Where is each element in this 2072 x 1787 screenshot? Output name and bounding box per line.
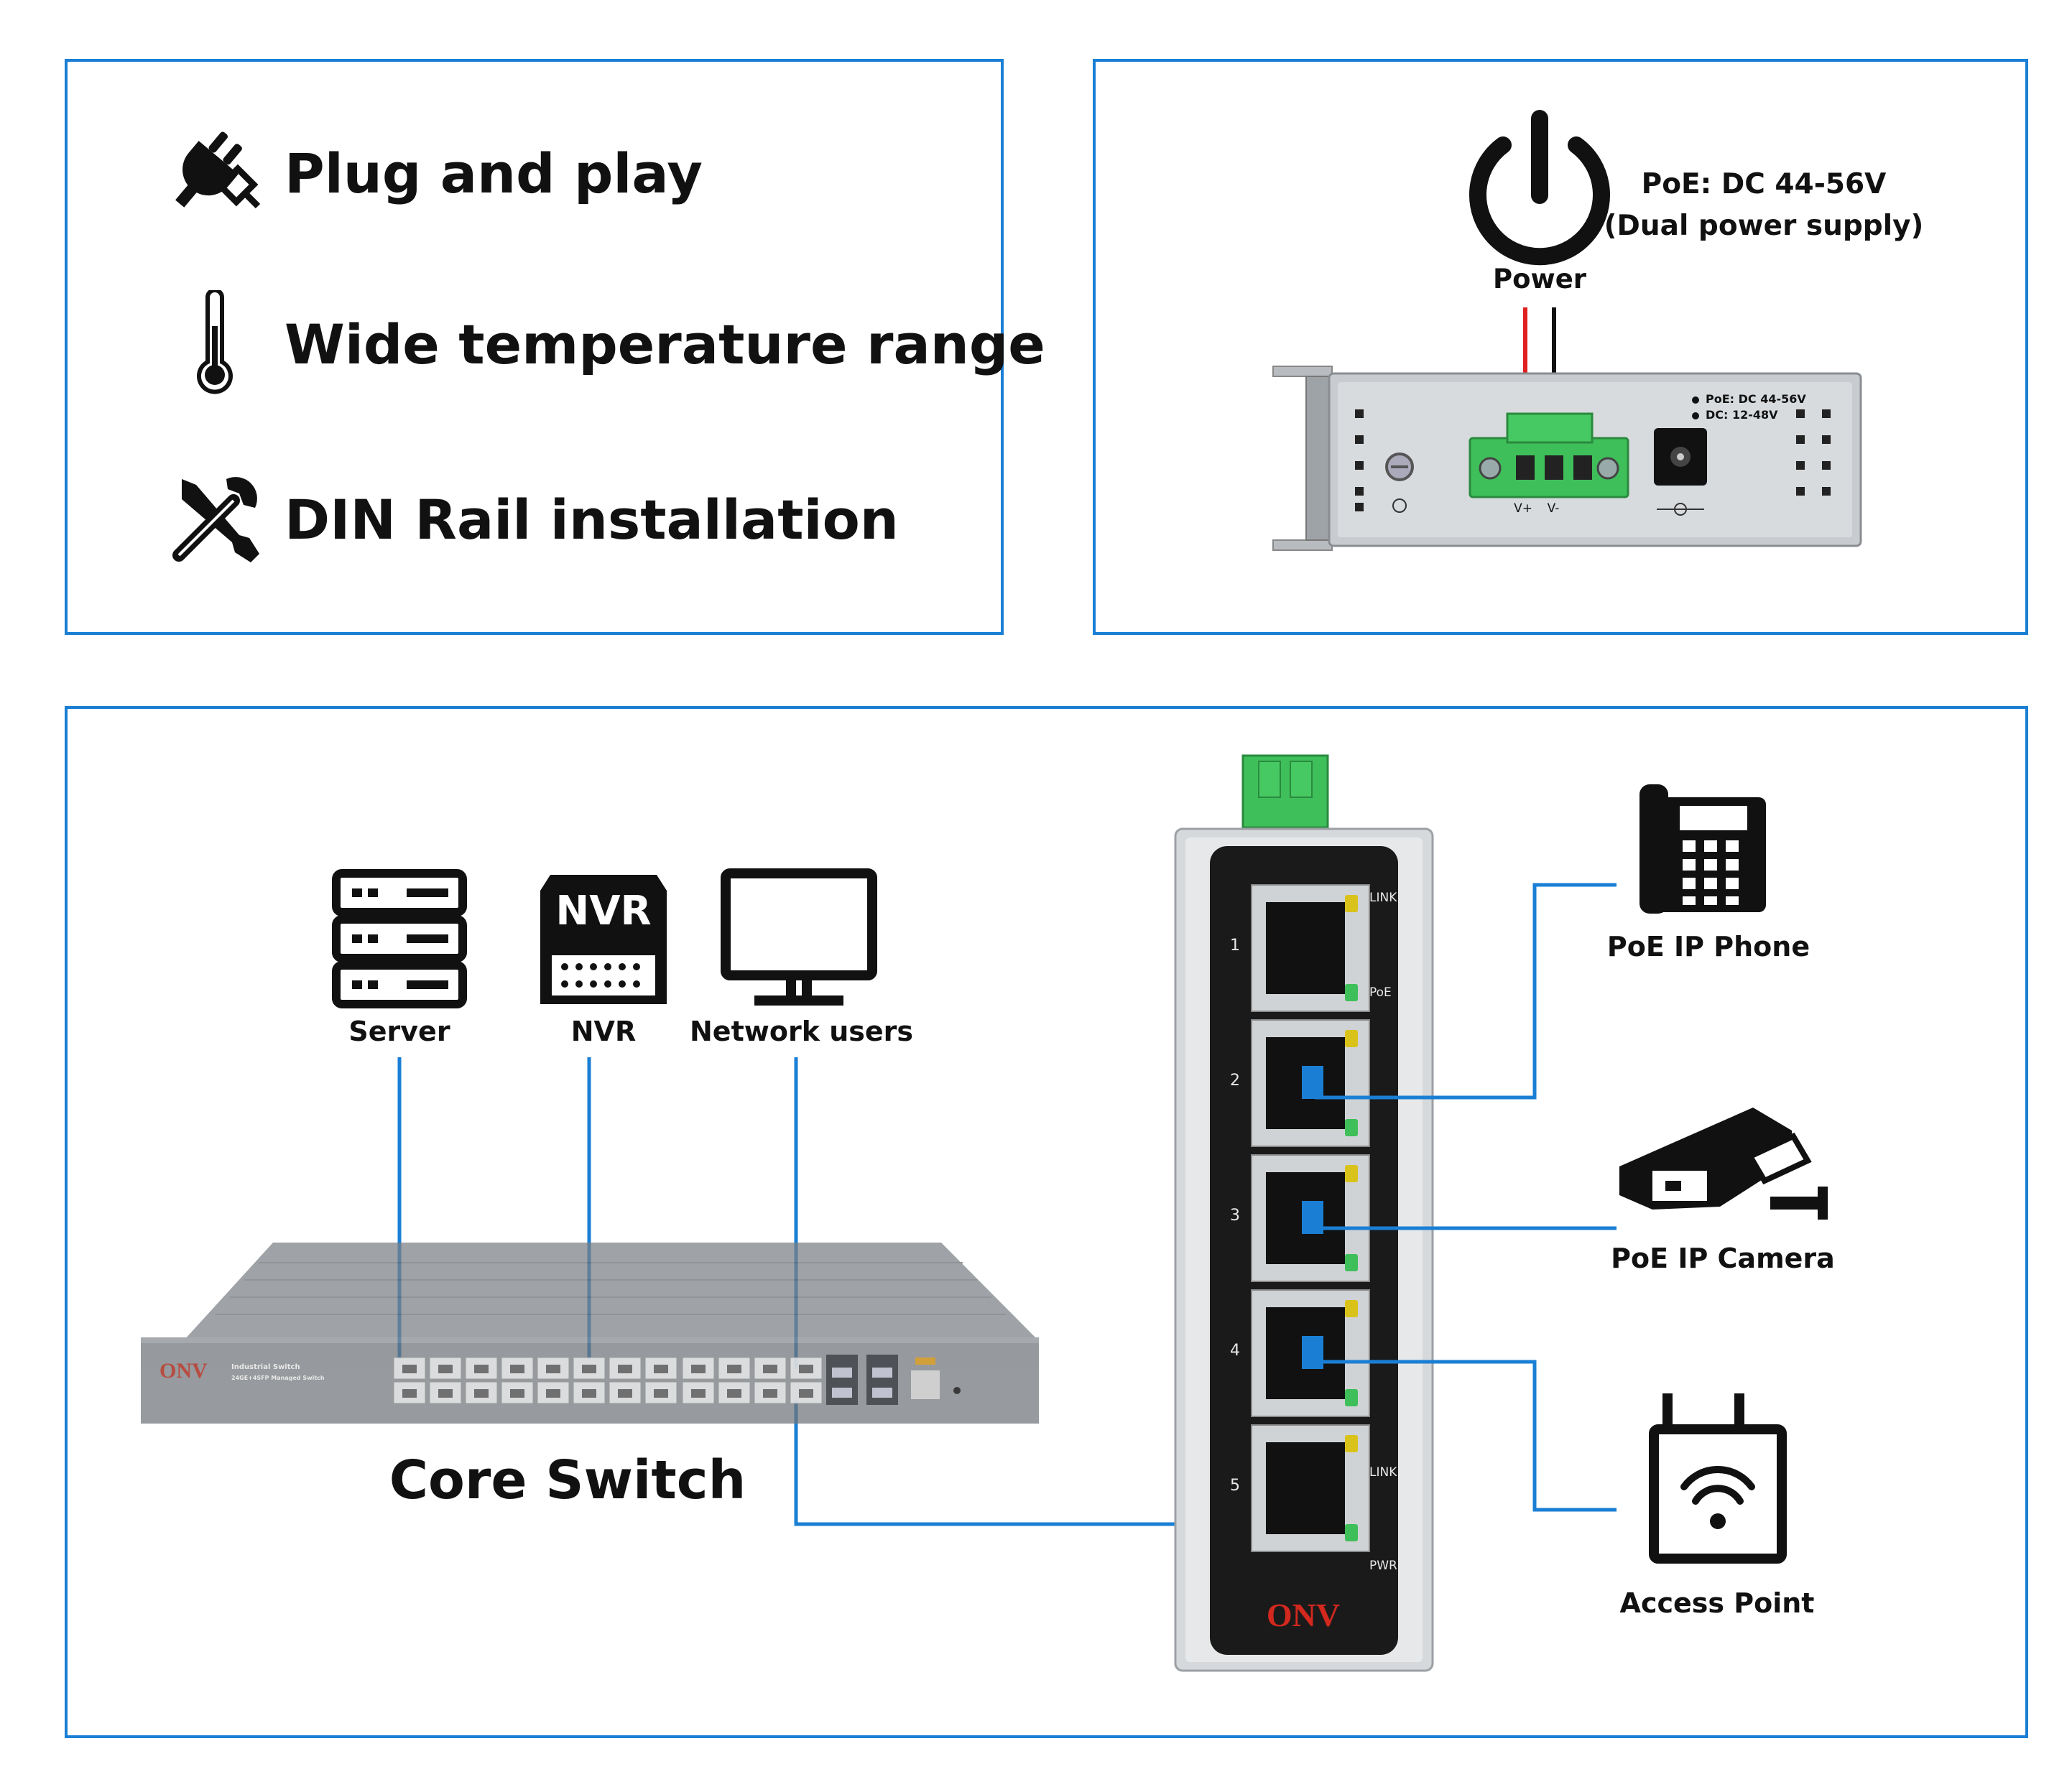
server-icon [332,869,467,1008]
features-panel: Plug and play Wide temperature range DIN… [65,59,1045,635]
core-switch-port-socket [474,1389,489,1398]
feature-wide-temperature: Wide temperature range [161,290,1045,398]
poe-led [1345,1389,1358,1406]
access-point-icon [1649,1393,1787,1564]
core-switch-ports [393,1357,823,1404]
tools-icon [161,465,269,573]
led-label: PoE [1369,985,1392,1000]
core-switch-model-sub: 24GE+4SFP Managed Switch [231,1375,325,1381]
port-number: 3 [1230,1207,1240,1225]
camera-icon [1619,1108,1828,1220]
core-switch-model: Industrial Switch [231,1363,300,1371]
core-switch-port-socket [402,1389,417,1398]
feature-plug-and-play: Plug and play [161,119,703,227]
core-switch-port-socket [618,1365,632,1373]
core-switch-port-socket [438,1389,453,1398]
port-number: 4 [1230,1342,1240,1360]
link-led [1345,895,1358,912]
core-switch-brand: ONV [159,1359,208,1383]
led-label: LINK [1369,1465,1397,1480]
connected-cable-plug [1302,1066,1323,1099]
core-switch-port-socket [727,1389,741,1398]
core-switch-port-socket [546,1365,560,1373]
industrial-switch-ports [1251,884,1370,1552]
poe-led [1345,1524,1358,1541]
downlink-lines [1315,883,1617,1512]
power-spec-line1: PoE: DC 44-56V [1641,168,1887,200]
port-number: 1 [1230,937,1240,955]
core-switch-port-socket [763,1389,777,1398]
core-switch-port-socket [510,1389,524,1398]
core-sfp-ports [826,1355,961,1405]
power-icon [1469,110,1610,266]
access-point-label: Access Point [1619,1587,1815,1619]
nvr-icon-text: NVR [555,888,652,934]
network-users-label: Network users [690,1016,913,1047]
power-label: Power [1492,264,1587,294]
feature-label: Wide temperature range [285,312,1045,376]
server-label: Server [348,1016,450,1047]
phone-icon [1639,784,1766,914]
core-switch-port-socket [618,1389,632,1398]
device-spec-dc: DC: 12-48V [1706,408,1778,422]
core-switch-port [754,1357,787,1380]
core-switch-port-socket [691,1365,706,1373]
poe-led [1345,1119,1358,1136]
link-led [1345,1435,1358,1452]
feature-label: DIN Rail installation [285,487,899,552]
led-label: PWR [1369,1559,1397,1573]
core-switch-port-socket [799,1389,813,1398]
link-led [1345,1030,1358,1047]
connected-cable-plug [1302,1336,1323,1369]
power-spec-line2: (Dual power supply) [1604,210,1924,242]
core-switch-label: Core Switch [389,1449,746,1511]
thermometer-icon [161,290,269,398]
core-switch-port-socket [799,1365,813,1373]
core-switch-port-socket [691,1389,706,1398]
port-number: 2 [1230,1072,1240,1090]
switch-port-socket [1266,902,1345,994]
core-switch-port-socket [727,1365,741,1373]
industrial-switch-brand: ONV [1266,1597,1341,1633]
port-number: 5 [1230,1477,1240,1495]
led-label: LINK [1369,891,1397,905]
feature-label: Plug and play [285,141,703,205]
link-led [1345,1300,1358,1317]
core-switch-port [644,1357,677,1380]
terminal-vminus-label: V- [1547,501,1560,516]
core-switch-port [573,1381,606,1404]
core-switch-port-socket [763,1365,777,1373]
phone-label: PoE IP Phone [1606,931,1810,962]
core-switch-port-socket [510,1365,524,1373]
poe-led [1345,984,1358,1001]
monitor-icon [721,868,877,1006]
switch-rear-panel [1272,366,1862,551]
core-switch-port-socket [582,1365,596,1373]
core-switch-port-socket [438,1365,453,1373]
device-spec-poe: PoE: DC 44-56V [1706,392,1806,406]
plug-icon [161,119,269,227]
core-switch-port [429,1381,462,1404]
core-switch-port-socket [474,1365,489,1373]
poe-led [1345,1254,1358,1271]
switch-port-socket [1266,1442,1345,1534]
terminal-vplus-label: V+ [1514,501,1532,516]
camera-label: PoE IP Camera [1611,1243,1835,1274]
nvr-label: NVR [570,1016,637,1047]
core-switch-port-socket [654,1389,668,1398]
core-switch-port-socket [582,1389,596,1398]
core-switch-port-socket [546,1389,560,1398]
core-switch-port-socket [402,1365,417,1373]
nvr-icon [540,875,667,1004]
link-led [1345,1165,1358,1182]
core-switch-port [682,1357,715,1380]
core-switch-port-socket [654,1365,668,1373]
feature-din-rail: DIN Rail installation [161,465,899,573]
